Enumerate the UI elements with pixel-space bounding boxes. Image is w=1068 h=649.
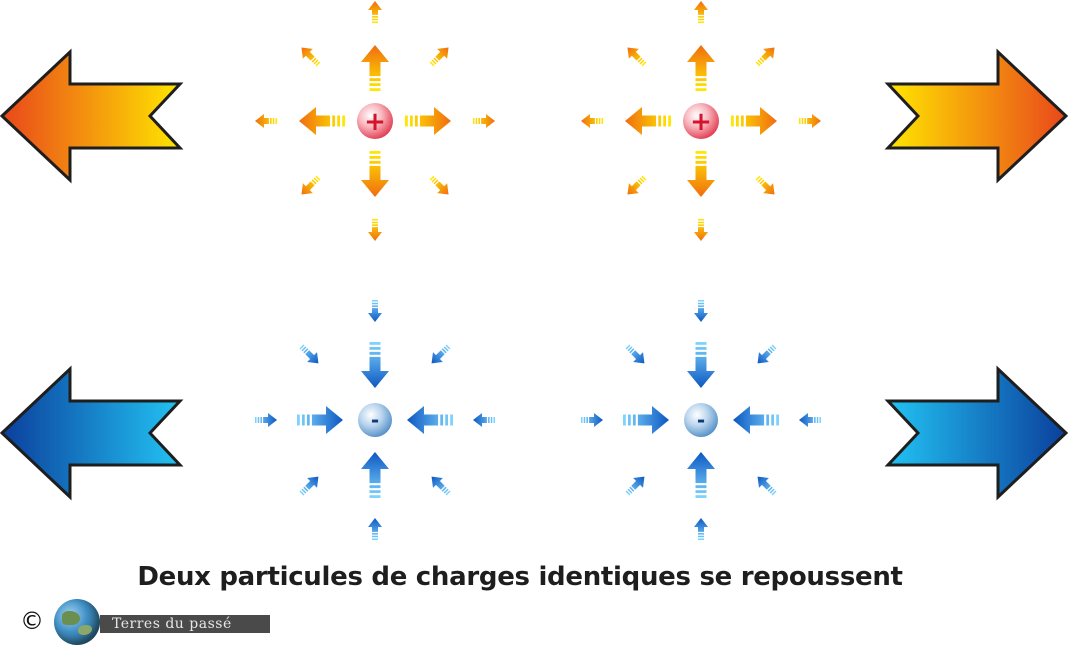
field-arrow-icon (368, 518, 382, 540)
field-arrow-icon (299, 476, 319, 496)
field-arrow-icon (473, 114, 495, 128)
positive-sphere (683, 103, 719, 139)
field-arrow-icon (799, 114, 821, 128)
big-arrow-left-icon (0, 365, 184, 501)
negative-particle: - (684, 403, 718, 437)
copyright-icon: © (20, 607, 44, 635)
field-arrow-icon (473, 413, 495, 427)
field-arrow-icon (625, 344, 645, 364)
credit-band (100, 615, 270, 633)
field-arrow-icon (755, 47, 775, 67)
field-arrow-icon (625, 107, 671, 135)
field-arrow-icon (361, 452, 389, 498)
field-arrow-icon (731, 107, 777, 135)
field-arrow-icon (299, 107, 345, 135)
field-arrow-icon (361, 45, 389, 91)
field-arrow-icon (687, 452, 715, 498)
field-arrow-icon (361, 151, 389, 197)
field-arrow-icon (407, 406, 453, 434)
field-arrow-icon (627, 175, 647, 195)
field-arrow-icon (368, 300, 382, 322)
field-arrow-icon (431, 344, 451, 364)
field-arrow-icon (799, 413, 821, 427)
field-arrow-icon (757, 476, 777, 496)
diagram-caption: Deux particules de charges identiques se… (137, 562, 903, 592)
field-arrow-icon (627, 47, 647, 67)
field-arrow-icon (623, 406, 669, 434)
field-arrow-icon (755, 175, 775, 195)
field-arrow-icon (361, 342, 389, 388)
field-arrow-icon (255, 114, 277, 128)
negative-sphere (358, 403, 392, 437)
big-arrow-left-icon (0, 48, 184, 184)
field-arrow-icon (757, 344, 777, 364)
particle-symbol: + (690, 107, 712, 137)
field-arrow-icon (429, 175, 449, 195)
negative-particle: - (358, 403, 392, 437)
particle-symbol: - (371, 408, 379, 432)
particle-symbol: - (697, 408, 705, 432)
field-arrow-icon (301, 47, 321, 67)
globe-icon (54, 599, 100, 645)
field-arrow-icon (694, 219, 708, 241)
big-arrow-right-icon (884, 48, 1068, 184)
field-arrow-icon (687, 151, 715, 197)
field-arrow-icon (368, 1, 382, 23)
big-arrow-right-icon (884, 365, 1068, 501)
field-arrow-icon (299, 344, 319, 364)
credit-text: Terres du passé (112, 616, 232, 632)
positive-particle: + (683, 103, 719, 139)
field-arrow-icon (687, 45, 715, 91)
positive-sphere (357, 103, 393, 139)
field-arrow-icon (368, 219, 382, 241)
field-arrow-icon (405, 107, 451, 135)
field-arrow-icon (694, 518, 708, 540)
field-arrows-layer (255, 1, 821, 540)
field-arrow-icon (301, 175, 321, 195)
credit-watermark: © Terres du passé (20, 599, 280, 645)
field-arrow-icon (429, 47, 449, 67)
field-arrow-icon (687, 342, 715, 388)
field-arrow-icon (255, 413, 277, 427)
field-arrow-icon (581, 413, 603, 427)
positive-particle: + (357, 103, 393, 139)
field-arrow-icon (694, 300, 708, 322)
field-arrow-icon (733, 406, 779, 434)
field-arrow-icon (297, 406, 343, 434)
field-arrow-icon (625, 476, 645, 496)
field-arrow-icon (431, 476, 451, 496)
field-arrow-icon (581, 114, 603, 128)
field-arrow-icon (694, 1, 708, 23)
particle-symbol: + (364, 107, 386, 137)
negative-sphere (684, 403, 718, 437)
